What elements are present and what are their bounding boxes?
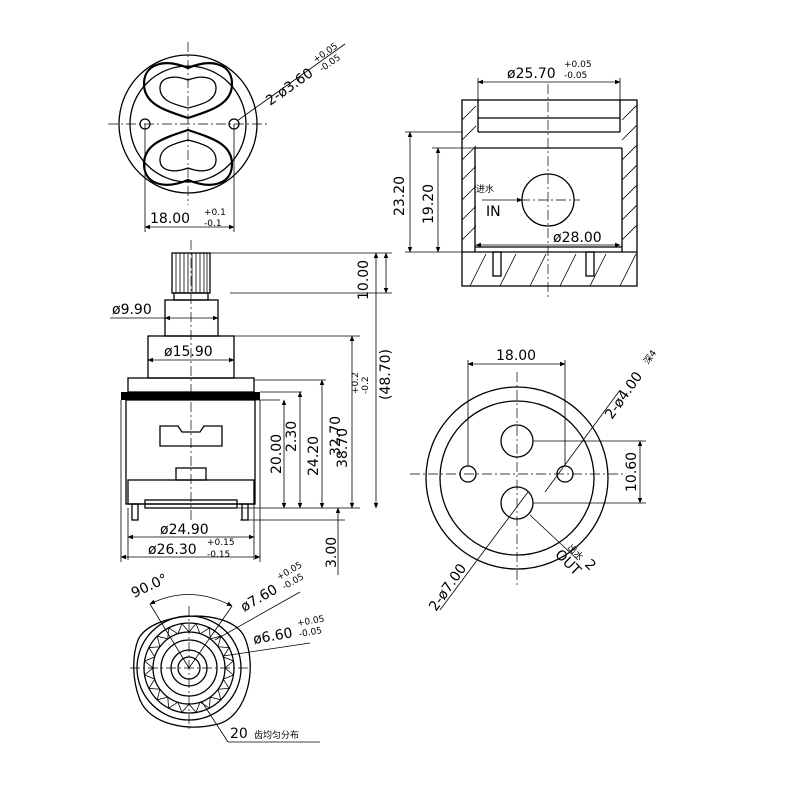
spline-inner-dim: ø6.60 (252, 625, 294, 648)
section-pin-right (585, 251, 595, 277)
section-pin-left (492, 251, 502, 277)
collar-diameter-dim: ø15.90 (164, 344, 213, 360)
pin-height-dim: 3.00 (324, 537, 340, 568)
spline-outer-dim: ø7.60 (238, 582, 280, 616)
top-width-dim: 18.00 (150, 211, 190, 227)
spline-angle: 90.0° (129, 571, 170, 602)
section-height-outer: 23.20 (392, 176, 408, 216)
outer-diameter-dim: ø26.30 (148, 542, 197, 558)
section-hatch-bottom (469, 253, 637, 287)
spline-outer-contour (133, 615, 251, 728)
stem-diameter-dim: ø9.90 (112, 302, 152, 318)
top-width-tol-upper: +0.1 (204, 208, 226, 218)
bottom-inner-circle (439, 400, 595, 556)
bottom-view: 18.00 10.60 2-ø4.00 深4 2-ø7.00 出水 OUT 2 (410, 348, 660, 614)
section-hatch-left (461, 105, 477, 241)
outlet-count: 2 (581, 556, 599, 574)
pin-hole-note: 深4 (642, 348, 660, 367)
dim-32-70: 32.70 (328, 416, 344, 456)
body (125, 399, 256, 505)
section-top-dim: ø25.70 (507, 66, 556, 82)
section-height-inner: 19.20 (421, 184, 437, 224)
side-view: 10.00 ø9.90 ø15.90 38.70 +0.2 -0.2 (48.7… (110, 240, 394, 575)
section-hatch-right (621, 104, 638, 241)
dim-2-30: 2.30 (284, 421, 300, 452)
inlet-label-en: IN (486, 204, 501, 220)
base-diameter-dim: ø24.90 (160, 522, 209, 538)
bottom-spacing-dim: 18.00 (496, 348, 536, 364)
stem-teeth (175, 253, 208, 293)
inlet-label-cn: 进水 (476, 183, 494, 195)
pin-hole-dim: 2-ø4.00 (602, 369, 646, 422)
bottom-offset-dim: 10.60 (624, 452, 640, 492)
dim-20: 20.00 (269, 434, 285, 474)
section-inner-diameter: ø28.00 (553, 230, 602, 246)
section-top-tol-lower: -0.05 (564, 71, 587, 81)
body-tol-upper: +0.2 (351, 372, 361, 394)
section-view: 进水 IN ø25.70 +0.05 -0.05 ø28.00 23.20 19… (392, 60, 638, 300)
top-width-tol-lower: -0.1 (204, 219, 222, 229)
body-tol-lower: -0.2 (361, 376, 371, 394)
spline-inner-tol-upper: +0.05 (296, 614, 325, 629)
top-view: 18.00 +0.1 -0.1 2-ø3.60 +0.05 -0.05 (108, 42, 346, 232)
dim-24-20: 24.20 (306, 436, 322, 476)
overall-height-dim: (48.70) (378, 349, 394, 400)
side-pin-right (241, 503, 249, 521)
outer-tol-upper: +0.15 (207, 538, 235, 548)
outer-tol-lower: -0.15 (207, 550, 230, 560)
section-outline (461, 99, 638, 287)
section-top-tol-upper: +0.05 (564, 60, 592, 70)
port-dim: 2-ø7.00 (426, 561, 470, 614)
spline-inner-tol-lower: -0.05 (298, 626, 323, 640)
teeth-note: 齿均匀分布 (254, 729, 299, 741)
o-ring (121, 392, 260, 400)
body-slot (159, 425, 223, 447)
seal-figure-eight-lower (142, 128, 234, 186)
top-hole-dim: 2-ø3.60 (263, 65, 316, 109)
body-height-dim: 38.70 (335, 428, 351, 468)
side-pin-left (131, 503, 139, 521)
spline-view: 90.0° ø7.60 +0.05 -0.05 ø6.60 +0.05 -0.0… (129, 560, 325, 743)
teeth-count: 20 (230, 726, 248, 742)
stem-height-dim: 10.00 (356, 260, 372, 300)
